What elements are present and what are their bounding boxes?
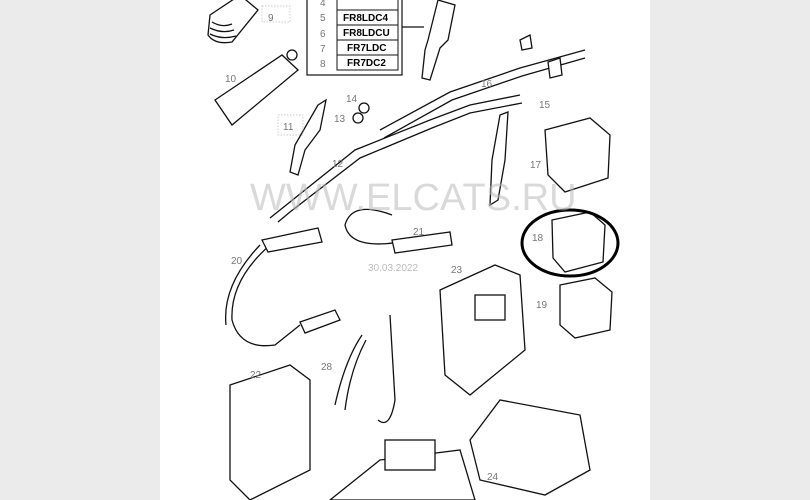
part-12-drawing: [269, 94, 523, 223]
table-ref-6: 6: [320, 29, 326, 40]
part-21-drawing: [391, 231, 453, 254]
callout-12: 12: [332, 159, 344, 170]
part-10-drawing: [214, 54, 299, 126]
part-28-drawing: [334, 314, 396, 424]
part-22-drawing: [229, 364, 311, 500]
part-11-drawing: [289, 98, 327, 176]
callout-9: 9: [268, 13, 274, 24]
callout-28: 28: [321, 362, 333, 373]
part-20-drawing: [224, 244, 301, 347]
table-ref-4: 4: [320, 0, 326, 9]
callout-16: 16: [481, 79, 493, 90]
part-19-drawing: [559, 277, 613, 339]
callout-13: 13: [334, 114, 346, 125]
watermark: WWW.ELCATS.RU: [250, 177, 577, 219]
table-code-6: FR8LDCU: [343, 28, 390, 39]
callout-21: 21: [413, 227, 425, 238]
spark-plug-drawing: [421, 0, 456, 81]
callout-14: 14: [346, 94, 358, 105]
callout-17: 17: [530, 160, 542, 171]
part-17-drawing: [544, 117, 611, 193]
callout-10: 10: [225, 74, 237, 85]
callout-20: 20: [231, 256, 243, 267]
callout-24: 24: [487, 472, 499, 483]
table-code-5: FR8LDC4: [343, 13, 388, 24]
table-code-7: FR7LDC: [347, 43, 386, 54]
table-ref-7: 7: [320, 44, 326, 55]
watermark-date: 30.03.2022: [368, 263, 418, 274]
callout-15: 15: [539, 100, 551, 111]
callout-11: 11: [283, 122, 294, 133]
highlight-circle-18: [520, 208, 620, 278]
part-23-drawing: [439, 264, 526, 396]
part-18-drawing: [551, 211, 606, 273]
table-code-8: FR7DC2: [347, 58, 386, 69]
table-ref-8: 8: [320, 59, 326, 70]
callout-22: 22: [250, 370, 262, 381]
callout-18: 18: [532, 233, 544, 244]
callout-19: 19: [536, 300, 548, 311]
table-ref-5: 5: [320, 13, 326, 24]
spark-plug-table: 4 5 6 7 8 FR8LDC4 FR8LDCU FR7LDC FR7DC2: [306, 0, 424, 76]
part-24-drawing: [469, 399, 591, 496]
part-9-drawing: [207, 0, 259, 44]
callout-labels: 9 10 11 12 13 14 15 16 17 18 19 20 21 22…: [225, 5, 551, 483]
callout-23: 23: [451, 265, 463, 276]
